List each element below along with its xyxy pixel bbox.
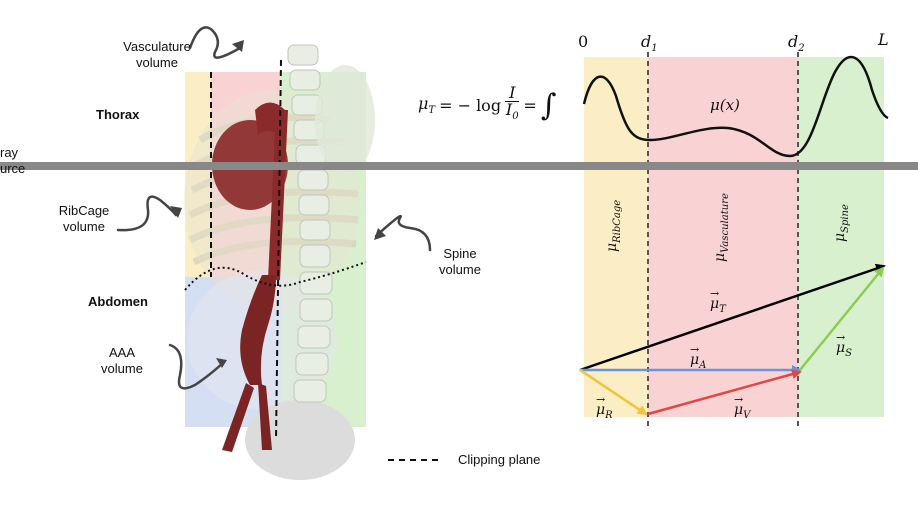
vasculature-leader-arrow [188,26,242,59]
axis-d2: d2 [788,32,805,55]
aaa-shape [222,275,276,452]
vector-label-total: →μT [710,287,726,315]
segment-label-vasculature: μVasculature [712,193,731,262]
axis-zero: 0 [578,32,589,51]
clipping-plane-legend-label: Clipping plane [458,452,541,467]
thorax-abdomen-boundary [184,261,367,291]
vector-total [579,263,886,372]
axis-L: L [878,30,889,49]
curve-label: μ(x) [710,96,740,114]
vector-vasculature [647,369,802,416]
clipping-plane-2 [275,59,282,441]
pelvis-shape [245,400,355,480]
fraction: I I0 [505,82,520,123]
axis-d1: d1 [641,32,658,55]
vector-label-aaa: →μA [690,343,707,371]
ribcage-volume-label: RibCage volume [58,203,110,234]
shoulder-blade [315,65,375,175]
spine-shape [287,44,333,403]
aaa-volume-label: AAA volume [101,345,143,376]
spine-leader-arrow [374,214,432,252]
vector-label-ribcage: →μR [596,393,613,421]
vector-ribcage [579,368,648,416]
ribcage-leader-arrow [116,195,178,232]
spine-volume-label: Spine volume [439,246,481,277]
aaa-leader-arrow [168,343,226,390]
abdomen-label: Abdomen [88,294,148,309]
vasculature-segment-band [648,57,798,417]
attenuation-curve [582,55,889,158]
spine-segment-band [798,57,884,417]
vector-spine [799,266,885,371]
vector-label-vasculature: →μV [734,393,751,421]
segment-label-spine: μSpine [832,204,851,242]
attenuation-equation: μT = − log I I0 = ∫ [418,82,556,125]
vector-label-spine: →μS [836,331,852,359]
thorax-label: Thorax [96,107,140,122]
xray-source-label: ray urce [0,145,26,176]
vasculature-volume-label: Vasculature volume [123,39,191,70]
segment-label-ribcage: μRibCage [604,199,623,252]
